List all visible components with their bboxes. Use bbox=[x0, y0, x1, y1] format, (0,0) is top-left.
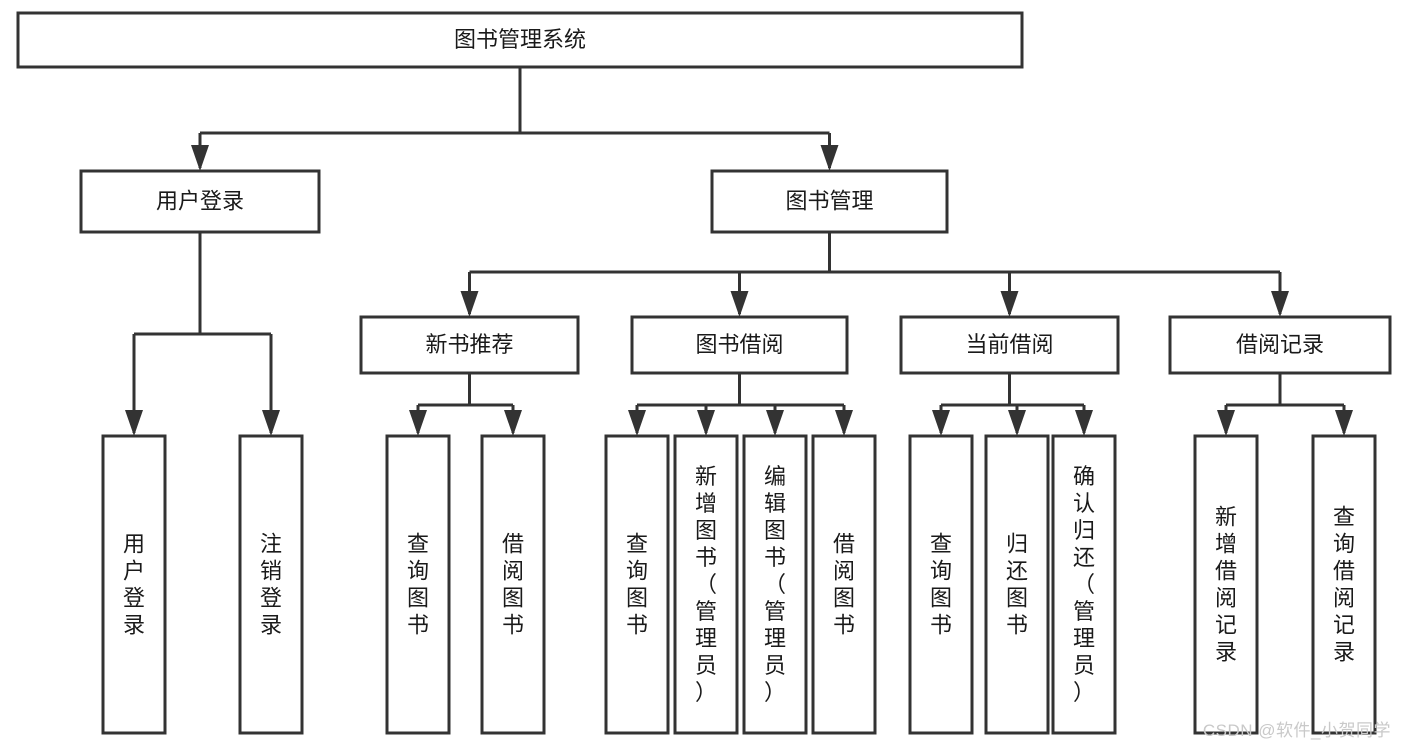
node-leaf-return-book[interactable]: 归还图书 bbox=[984, 434, 1050, 735]
node-leaf-borrow-book-rec[interactable]: 借阅图书 bbox=[480, 434, 546, 735]
arrow-head bbox=[1000, 291, 1019, 317]
node-label: 借阅记录 bbox=[1236, 332, 1324, 357]
node-leaf-add-record[interactable]: 新增借阅记录 bbox=[1193, 434, 1259, 735]
node-leaf-query-book-borrow[interactable]: 查询图书 bbox=[604, 434, 670, 735]
node-box bbox=[1168, 315, 1392, 375]
node-label: 用户登录 bbox=[156, 188, 244, 213]
node-label: 注销登录 bbox=[260, 532, 282, 638]
node-label: 当前借阅 bbox=[965, 332, 1053, 357]
node-label: 图书管理系统 bbox=[454, 27, 586, 52]
node-box bbox=[1311, 434, 1377, 735]
arrow-head bbox=[1217, 410, 1235, 436]
node-user-login[interactable]: 用户登录 bbox=[79, 169, 321, 234]
node-label: 图书管理 bbox=[785, 188, 873, 213]
arrow-head bbox=[1008, 410, 1026, 436]
node-leaf-query-book-rec[interactable]: 查询图书 bbox=[385, 434, 451, 735]
node-leaf-borrow-book[interactable]: 借阅图书 bbox=[811, 434, 877, 735]
node-book-management[interactable]: 图书管理 bbox=[710, 169, 949, 234]
node-box bbox=[101, 434, 167, 735]
node-box bbox=[604, 434, 670, 735]
arrow-head bbox=[730, 291, 749, 317]
arrow-head bbox=[125, 410, 143, 436]
arrow-head bbox=[932, 410, 950, 436]
node-box bbox=[630, 315, 849, 375]
node-box bbox=[16, 11, 1024, 69]
node-book-borrow[interactable]: 图书借阅 bbox=[630, 315, 849, 375]
arrow-head bbox=[697, 410, 715, 436]
node-label: 归还图书 bbox=[1006, 532, 1028, 638]
node-leaf-add-book[interactable]: 新增图书（管理员） bbox=[673, 434, 739, 735]
arrow-head bbox=[262, 410, 280, 436]
arrow-head bbox=[766, 410, 784, 436]
node-label: 查询图书 bbox=[930, 532, 952, 638]
arrow-head bbox=[835, 410, 853, 436]
arrow-head bbox=[1075, 410, 1093, 436]
node-leaf-user-login[interactable]: 用户登录 bbox=[101, 434, 167, 735]
arrow-head bbox=[460, 291, 479, 317]
node-leaf-query-record[interactable]: 查询借阅记录 bbox=[1311, 434, 1377, 735]
arrow-head bbox=[409, 410, 427, 436]
node-new-book-recommend[interactable]: 新书推荐 bbox=[359, 315, 580, 375]
node-box bbox=[984, 434, 1050, 735]
node-box bbox=[908, 434, 974, 735]
arrow-head bbox=[820, 145, 839, 171]
csdn-watermark: CSDN @软件_小贺同学 bbox=[1202, 721, 1391, 740]
node-box bbox=[359, 315, 580, 375]
node-leaf-query-book-current[interactable]: 查询图书 bbox=[908, 434, 974, 735]
node-box bbox=[899, 315, 1120, 375]
node-label: 确认归还（管理员） bbox=[1073, 464, 1095, 705]
connectors-layer bbox=[125, 67, 1353, 436]
node-box bbox=[1193, 434, 1259, 735]
node-label: 编辑图书（管理员） bbox=[764, 464, 786, 705]
node-label: 新增借阅记录 bbox=[1215, 505, 1237, 665]
node-label: 图书借阅 bbox=[695, 332, 783, 357]
arrow-head bbox=[628, 410, 646, 436]
node-leaf-logout[interactable]: 注销登录 bbox=[238, 434, 304, 735]
node-leaf-confirm-return[interactable]: 确认归还（管理员） bbox=[1051, 434, 1117, 735]
arrow-head bbox=[1335, 410, 1353, 436]
node-label: 查询借阅记录 bbox=[1333, 505, 1355, 665]
node-box bbox=[811, 434, 877, 735]
node-label: 查询图书 bbox=[407, 532, 429, 638]
node-current-borrow[interactable]: 当前借阅 bbox=[899, 315, 1120, 375]
node-box bbox=[673, 434, 739, 735]
node-box bbox=[742, 434, 808, 735]
node-label: 查询图书 bbox=[626, 532, 648, 638]
node-box bbox=[385, 434, 451, 735]
node-leaf-edit-book[interactable]: 编辑图书（管理员） bbox=[742, 434, 808, 735]
node-label: 用户登录 bbox=[123, 532, 145, 638]
node-label: 新增图书（管理员） bbox=[695, 464, 717, 705]
node-box bbox=[238, 434, 304, 735]
node-label: 借阅图书 bbox=[502, 532, 524, 638]
node-undefined[interactable]: 图书管理系统 bbox=[16, 11, 1024, 69]
arrow-head bbox=[1271, 291, 1289, 317]
arrow-head bbox=[191, 145, 209, 171]
node-box bbox=[1051, 434, 1117, 735]
node-box bbox=[480, 434, 546, 735]
node-box bbox=[79, 169, 321, 234]
node-label: 借阅图书 bbox=[833, 532, 855, 638]
node-label: 新书推荐 bbox=[425, 332, 513, 357]
node-borrow-record[interactable]: 借阅记录 bbox=[1168, 315, 1392, 375]
nodes-layer: 图书管理系统用户登录图书管理新书推荐图书借阅当前借阅借阅记录用户登录注销登录查询… bbox=[16, 11, 1392, 735]
node-box bbox=[710, 169, 949, 234]
arrow-head bbox=[504, 410, 522, 436]
